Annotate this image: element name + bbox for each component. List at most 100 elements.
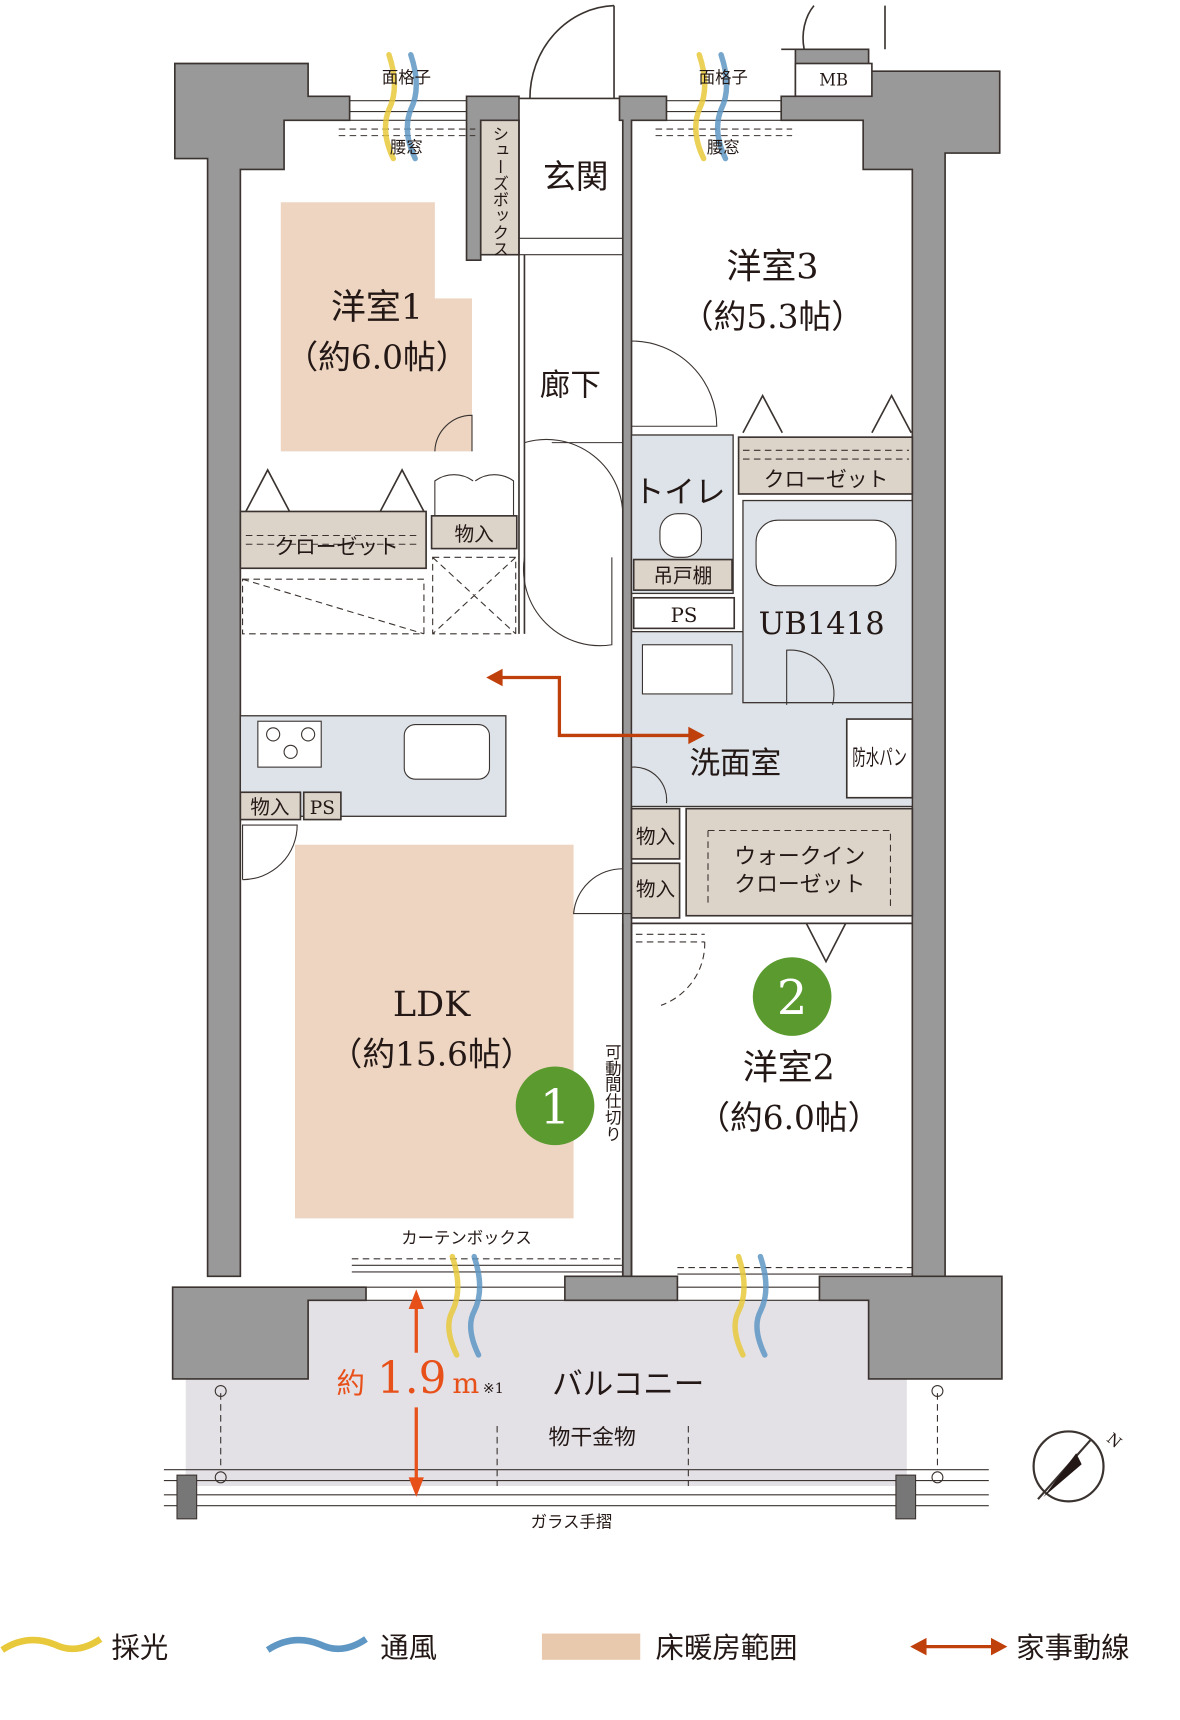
waist-window-left-label: 腰窓	[390, 138, 423, 157]
storage-ldk-label: 物入	[636, 878, 675, 901]
western2-door[interactable]	[635, 933, 706, 1006]
walk-in-closet-door[interactable]	[805, 922, 847, 964]
western1-name: 洋室1	[331, 288, 423, 328]
bathtub-icon	[755, 519, 897, 587]
drying-hardware-label: 物干金物	[548, 1426, 635, 1451]
hallway-label: 廊下	[540, 369, 601, 404]
hall-wall	[518, 120, 526, 634]
storage-kitchen-label: 物入	[250, 796, 289, 819]
marker-2[interactable]: 2	[752, 957, 832, 1036]
svg-text:床暖房範囲: 床暖房範囲	[656, 1632, 798, 1665]
balcony-depth-prefix: 約	[337, 1367, 365, 1400]
western1-size: （約6.0帖）	[285, 338, 468, 376]
svg-text:採光: 採光	[111, 1632, 168, 1665]
bath-door[interactable]	[786, 649, 835, 705]
svg-text:2: 2	[777, 970, 808, 1026]
grille-left-label: 面格子	[382, 68, 431, 87]
balcony-depth-value: 1.9	[377, 1353, 446, 1404]
legend-item-floor-heating: 床暖房範囲	[541, 1632, 798, 1665]
western3-name: 洋室3	[726, 248, 818, 288]
toilet-icon	[659, 513, 702, 558]
entrance-step	[518, 237, 623, 256]
walk-in-closet-label-2: クローゼット	[734, 873, 865, 898]
storage-hall[interactable]	[430, 515, 518, 550]
storage-hall-doors[interactable]	[434, 474, 515, 516]
storage-kitchen[interactable]	[239, 791, 302, 821]
movable-partition-label: 可動間仕切り	[602, 1044, 621, 1142]
western2-name: 洋室2	[743, 1049, 835, 1089]
shoe-box[interactable]	[479, 119, 520, 256]
housework-route-arrow	[486, 668, 705, 745]
balcony-label: バルコニー	[552, 1367, 704, 1402]
balcony-depth-note: ※1	[483, 1381, 504, 1397]
closet-western3[interactable]	[737, 436, 914, 495]
light-wave-icon	[0, 1636, 103, 1653]
closet-western1-label: クローゼット	[274, 535, 399, 559]
legend-item-wind: 通風	[265, 1632, 437, 1665]
svg-text:家事動線: 家事動線	[1016, 1632, 1130, 1665]
waterproof-pan-label: 防水パン	[852, 746, 907, 771]
kitchen-storage-door[interactable]	[242, 824, 298, 881]
ps-kitchen-label: PS	[310, 798, 335, 819]
compass-icon: N	[1032, 1429, 1125, 1503]
floor-heating-swatch	[541, 1633, 641, 1660]
mb-box	[794, 62, 873, 98]
balcony-railing	[163, 1384, 989, 1520]
ps-wash	[632, 596, 736, 630]
storage-wash-label: 物入	[636, 826, 675, 849]
western2-size: （約6.0帖）	[697, 1099, 880, 1137]
entrance-door[interactable]	[518, 4, 620, 100]
balcony-depth-arrow	[408, 1289, 424, 1497]
toilet-label: トイレ	[634, 476, 726, 511]
ps-kitchen	[302, 791, 342, 821]
sink-icon	[403, 723, 491, 780]
walk-in-closet-label-1: ウォークイン	[734, 844, 865, 869]
legend: 採光 通風 床暖房範囲 家事動線	[0, 1632, 1130, 1665]
stove-icon	[257, 720, 322, 768]
mb-label: MB	[819, 70, 848, 89]
floor-heating-ldk	[295, 844, 574, 1219]
western1-door[interactable]	[434, 414, 473, 452]
storage-ldk[interactable]	[630, 862, 681, 919]
movable-partition[interactable]	[621, 923, 633, 1277]
mb-door[interactable]	[802, 5, 886, 50]
washroom-door[interactable]	[523, 557, 613, 647]
curtain-box-label: カーテンボックス	[401, 1228, 532, 1247]
bottom-windows	[351, 1258, 913, 1301]
washing-machine-area	[641, 644, 733, 695]
floor-heating-western1	[280, 202, 472, 452]
svg-text:1: 1	[540, 1079, 571, 1135]
hanging-shelf-label: 吊戸棚	[653, 564, 712, 587]
legend-item-housework: 家事動線	[910, 1632, 1130, 1665]
bath-label: UB1418	[759, 607, 885, 642]
svg-text:通風: 通風	[380, 1632, 437, 1665]
walk-in-closet[interactable]	[685, 807, 914, 917]
western3-door[interactable]	[631, 340, 718, 427]
storage-doors[interactable]	[573, 766, 668, 915]
legend-item-light: 採光	[0, 1632, 168, 1665]
toilet-door[interactable]	[524, 438, 624, 520]
marker-1[interactable]: 1	[515, 1066, 595, 1146]
waterproof-pan	[845, 718, 914, 799]
closet-western3-label: クローゼット	[764, 467, 889, 491]
glass-railing-label: ガラス手摺	[531, 1513, 613, 1532]
western3-size: （約5.3帖）	[681, 298, 864, 336]
grille-right-label: 面格子	[699, 68, 748, 87]
entrance-label: 玄関	[543, 158, 609, 196]
ldk-size: （約15.6帖）	[330, 1035, 534, 1073]
shoe-box-label: シューズボックス	[490, 126, 509, 257]
kitchen-upper-cabinets	[242, 556, 517, 635]
storage-hall-label: 物入	[455, 523, 494, 546]
closet-doors-w3[interactable]	[742, 393, 912, 434]
ps-wash-label: PS	[671, 604, 698, 627]
storage-wash[interactable]	[630, 807, 681, 860]
hanging-shelf	[632, 558, 733, 591]
ldk-name: LDK	[393, 985, 471, 1025]
wind-wave-icon	[265, 1636, 368, 1653]
closet-western1[interactable]	[239, 510, 427, 570]
washroom-label: 洗面室	[689, 747, 781, 782]
closet-doors-w1[interactable]	[245, 468, 425, 512]
svg-text:N: N	[1103, 1429, 1125, 1451]
light-wind-indicators	[382, 52, 769, 1358]
